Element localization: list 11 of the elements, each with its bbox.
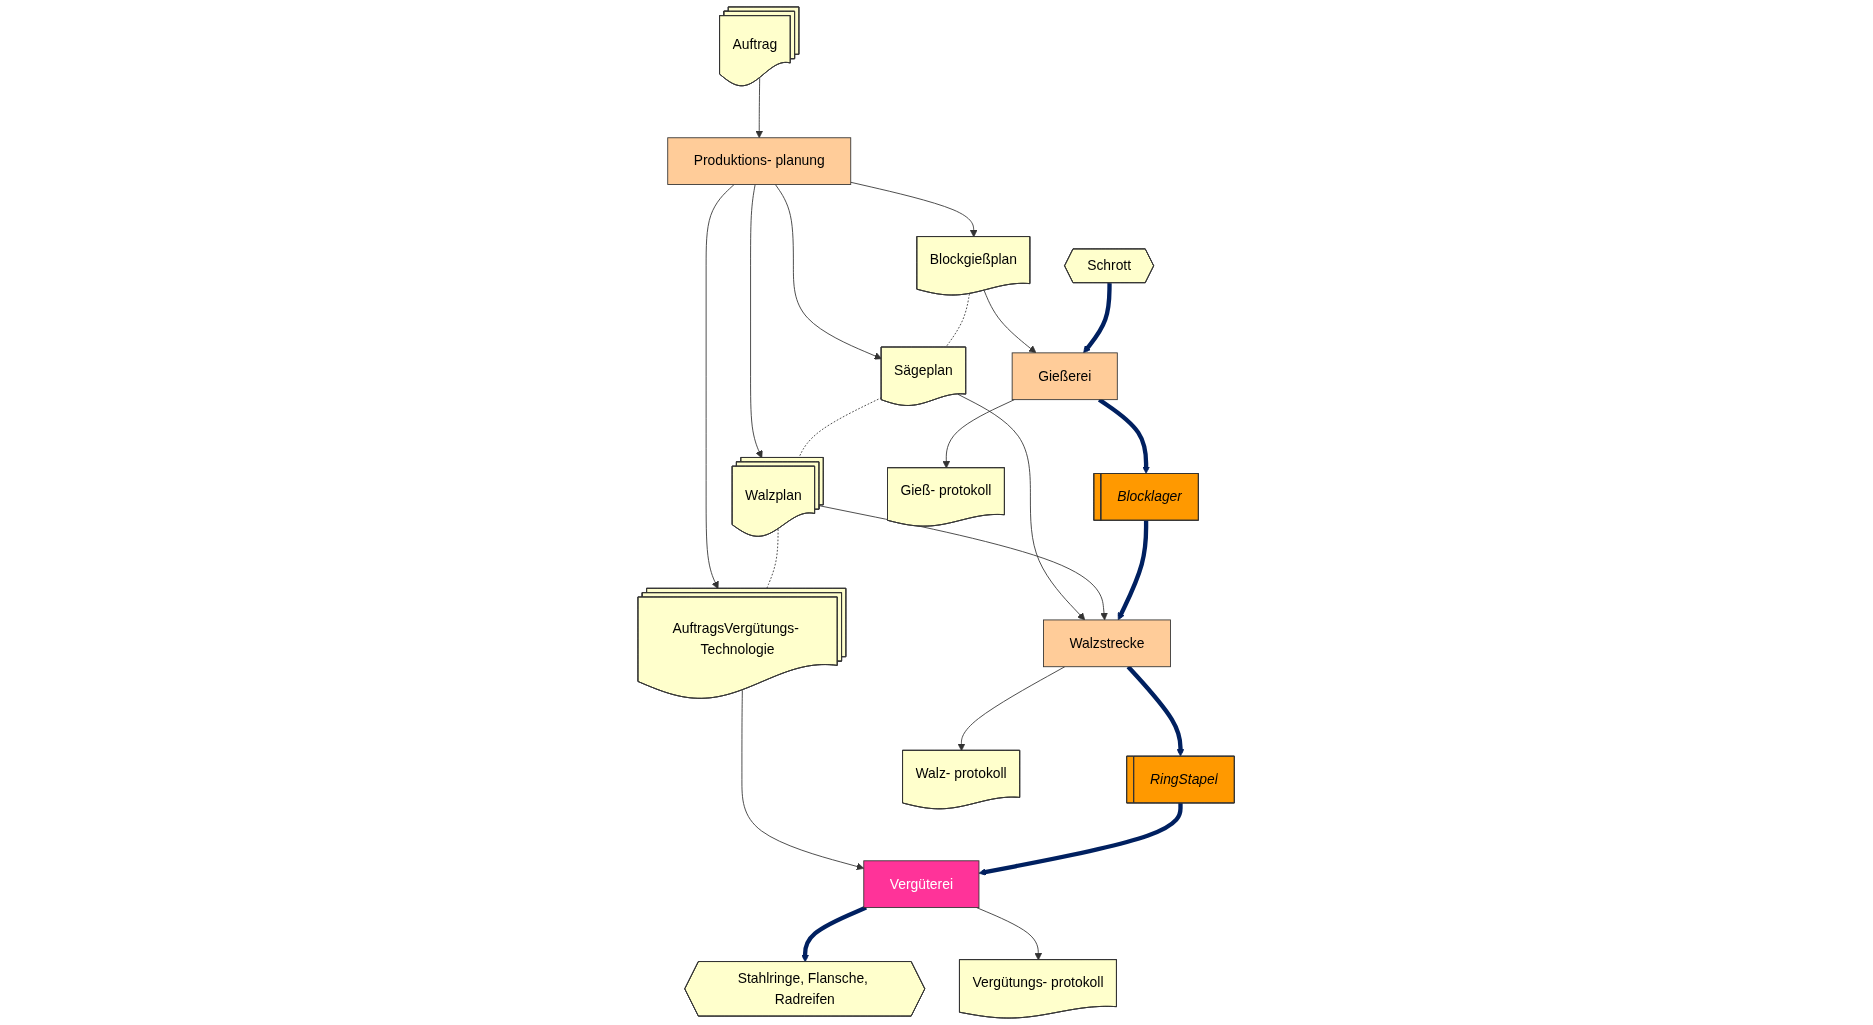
connector	[945, 293, 971, 348]
arrow	[1126, 665, 1185, 757]
node-box: Walzstrecke	[1043, 619, 1172, 668]
node-box: Produktions- planung	[667, 137, 852, 185]
connector	[766, 528, 779, 590]
arrow	[801, 905, 868, 963]
arrow	[1083, 283, 1113, 354]
node-box: Gießerei	[1012, 352, 1119, 401]
arrow	[978, 802, 1183, 876]
node-box: Vergüterei	[863, 860, 980, 908]
arrow	[1118, 520, 1149, 621]
